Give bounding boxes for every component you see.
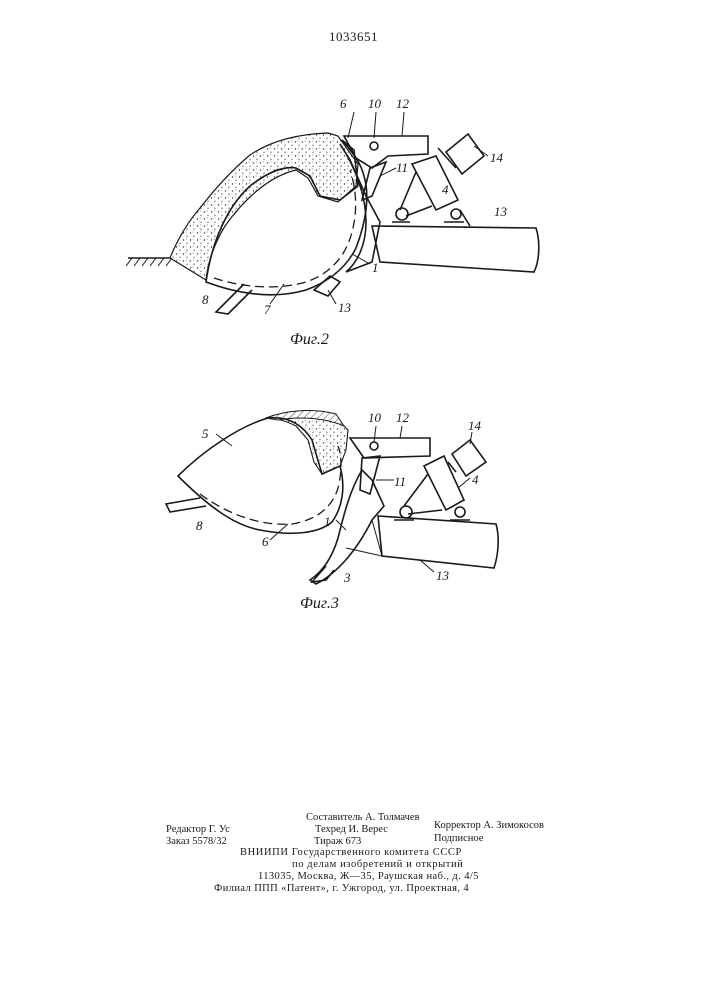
frame-arm-13-fig3 — [378, 516, 498, 568]
pin-10-fig3 — [370, 442, 378, 450]
figure-3-caption: Фиг.3 — [300, 595, 339, 612]
cutting-knife-8-fig3 — [166, 498, 206, 512]
bracket-12-fig3 — [350, 438, 430, 458]
label-7: 7 — [264, 302, 271, 317]
label-5: 5 — [202, 426, 209, 441]
cutting-knife-8 — [216, 284, 252, 314]
cylinder-14-fig3 — [452, 440, 486, 476]
label-4-fig3: 4 — [472, 472, 479, 487]
label-3: 3 — [343, 570, 351, 585]
label-10-fig3: 10 — [368, 410, 382, 425]
imprint-address: 113035, Москва, Ж—35, Раушская наб., д. … — [258, 871, 479, 883]
label-12: 12 — [396, 96, 410, 111]
imprint-subscription: Подписное — [434, 833, 483, 845]
imprint-order: Заказ 5578/32 — [166, 836, 227, 848]
label-14-fig3: 14 — [468, 418, 482, 433]
imprint-techred: Техред И. Верес — [315, 824, 388, 836]
pivot-lower-fig3 — [400, 506, 412, 518]
pin-10 — [370, 142, 378, 150]
cylinder-4 — [412, 156, 458, 210]
rod-11-fig3 — [360, 456, 380, 494]
label-6-fig3: 6 — [262, 534, 269, 549]
blade-plate-1-fig3 — [310, 470, 384, 584]
label-1: 1 — [372, 260, 379, 275]
knife-13-lower — [314, 276, 340, 296]
label-12-fig3: 12 — [396, 410, 410, 425]
label-14: 14 — [490, 150, 504, 165]
imprint-branch: Филиал ППП «Патент», г. Ужгород, ул. Про… — [214, 883, 469, 895]
label-10: 10 — [368, 96, 382, 111]
label-6: 6 — [340, 96, 347, 111]
label-8: 8 — [202, 292, 209, 307]
pivot-right-fig3 — [455, 507, 465, 517]
figure-2: 6 10 12 14 11 4 13 1 8 7 13 Фиг.2 — [126, 96, 539, 348]
imprint-corrector: Корректор А. Зимокосов — [434, 820, 544, 832]
label-13-bottom: 13 — [338, 300, 352, 315]
figure-3: 5 10 12 14 11 4 1 8 6 3 13 Фиг.3 — [166, 410, 498, 612]
label-4: 4 — [442, 182, 449, 197]
label-11: 11 — [396, 160, 408, 175]
pivot-lower — [396, 208, 408, 220]
imprint-org-line1: ВНИИПИ Государственного комитета СССР — [240, 847, 462, 859]
imprint-org-line2: по делам изобретений и открытий — [292, 859, 463, 871]
imprint-editor: Редактор Г. Ус — [166, 824, 230, 836]
label-11-fig3: 11 — [394, 474, 406, 489]
cylinder-14 — [446, 134, 484, 174]
figure-2-caption: Фиг.2 — [290, 331, 329, 348]
frame-arm-13 — [372, 226, 539, 272]
label-1-fig3: 1 — [324, 514, 331, 529]
label-8-fig3: 8 — [196, 518, 203, 533]
soil-mass — [170, 133, 358, 280]
label-13-top: 13 — [494, 204, 508, 219]
label-13-fig3: 13 — [436, 568, 450, 583]
imprint-compiler: Составитель А. Толмачев — [306, 812, 420, 824]
